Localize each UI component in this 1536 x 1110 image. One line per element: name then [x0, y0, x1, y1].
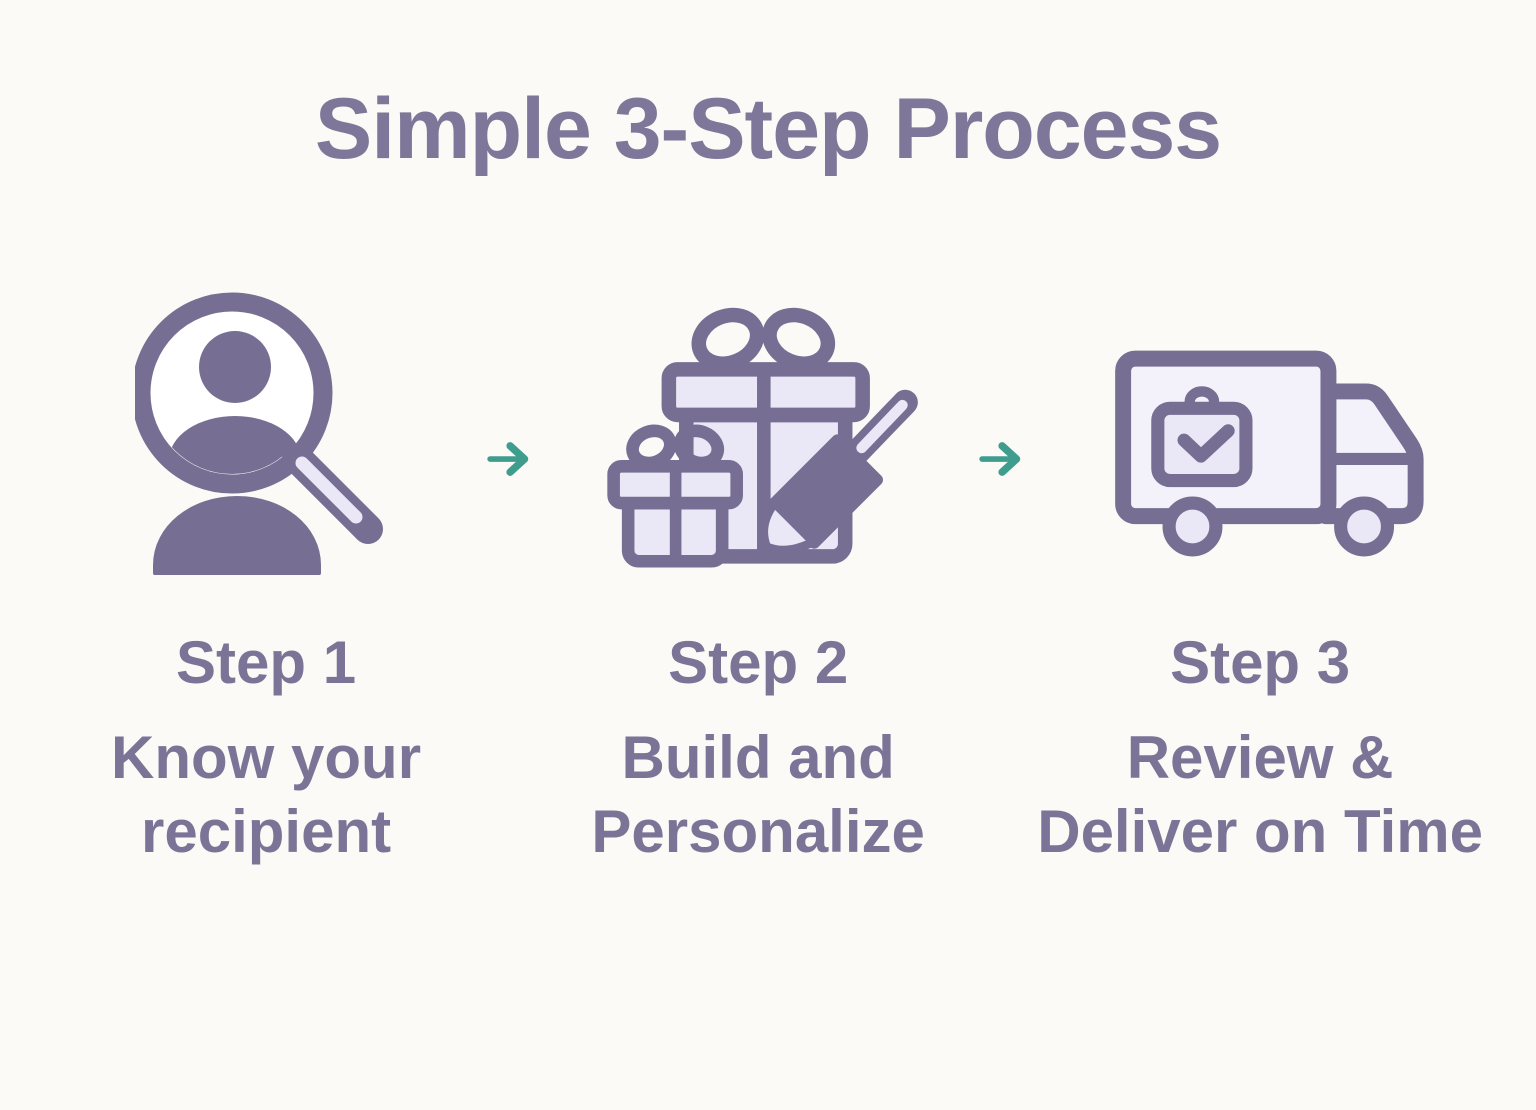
step-1-label: Step 1: [176, 629, 357, 696]
delivery-truck-icon: [1115, 350, 1424, 557]
step-3-icon-area: [1095, 290, 1425, 575]
step-2-icon-area: [593, 290, 923, 575]
arrow-right-icon: [979, 442, 1021, 476]
step-2-column: Step 2 Build and Personalize: [537, 290, 979, 869]
step-3-description-line-1: Review &: [1126, 724, 1394, 791]
step-1-column: Step 1 Know your recipient: [45, 290, 487, 869]
step-1-description-line-1: Know your: [111, 724, 422, 791]
step-3-label: Step 3: [1170, 629, 1351, 696]
step-3-description: Review & Deliver on Time: [1037, 721, 1483, 869]
step-3-column: Step 3 Review & Deliver on Time: [1029, 290, 1491, 869]
arrow-1-wrap: [487, 430, 537, 488]
step-2-label: Step 2: [668, 629, 849, 696]
arrow-2-wrap: [979, 430, 1029, 488]
step-1-description-line-2: recipient: [141, 798, 392, 865]
process-row: Step 1 Know your recipient: [0, 290, 1536, 869]
step-2-description-line-1: Build and: [621, 724, 895, 791]
step-1-icon-area: [134, 290, 398, 575]
person-search-icon: [134, 292, 383, 575]
arrow-right-icon: [487, 442, 529, 476]
gift-boxes-brush-icon: [607, 307, 919, 568]
step-1-description: Know your recipient: [111, 721, 421, 869]
step-3-description-line-2: Deliver on Time: [1037, 798, 1483, 865]
step-2-description: Build and Personalize: [591, 721, 925, 869]
page-title: Simple 3-Step Process: [314, 81, 1222, 177]
step-2-description-line-2: Personalize: [591, 798, 925, 865]
